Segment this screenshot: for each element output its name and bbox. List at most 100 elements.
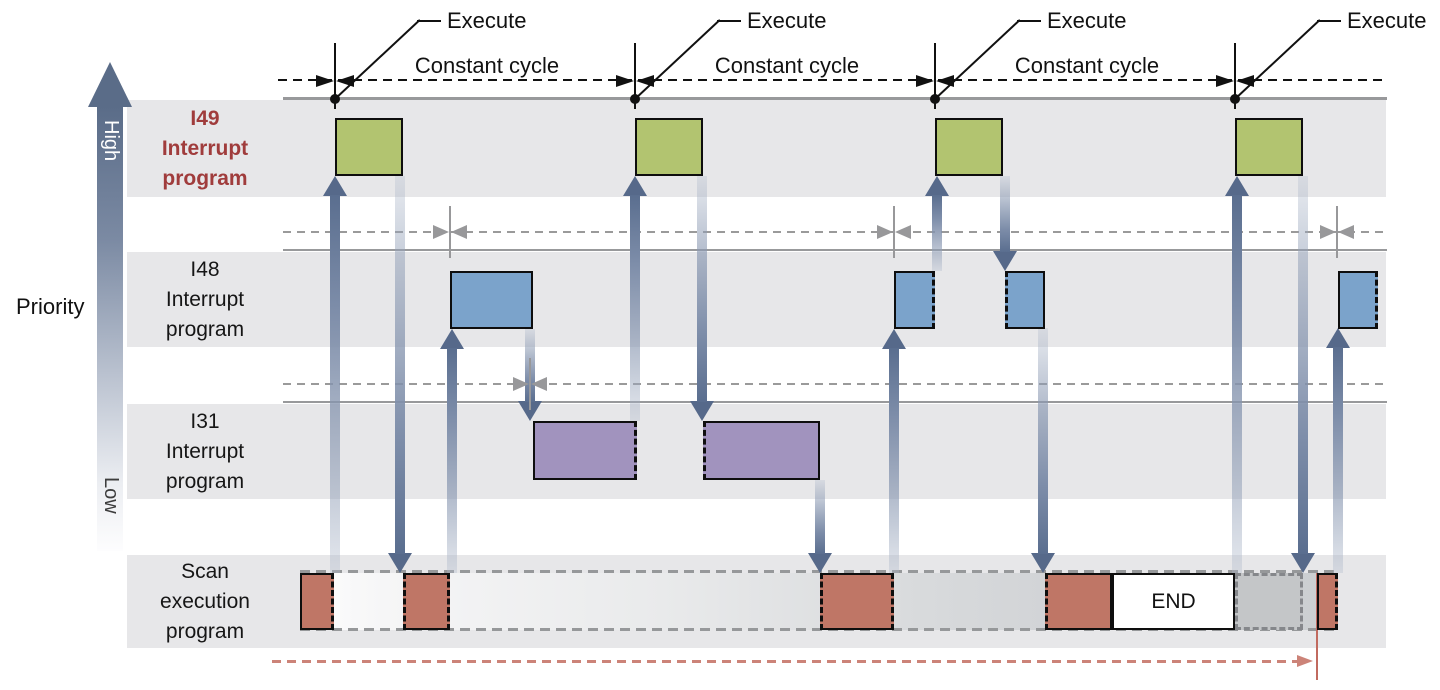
priority-arrow-shaft [97,106,123,551]
cycle-tick [334,43,336,109]
request-mark-arrow-left-icon [531,377,547,391]
execute-callout-line [934,19,1021,100]
request-mark-line [1336,206,1338,258]
lane-label-line: program [165,469,245,493]
lane-label-scan: Scan execution program [127,555,283,648]
arrow-i31-to-scan-2 [815,480,825,554]
arrow-scan-to-i49-4 [1232,195,1242,573]
arrow-scan-to-i48-2 [889,348,899,573]
cycle-dim-arrow-right-icon [616,75,634,87]
execute-callout-line [1234,19,1321,100]
scan-cycle-dashed-arrow [272,660,1298,663]
execute-callout-line [717,20,741,22]
lane-label-line: Interrupt [165,439,245,463]
cycle-tick [634,43,636,109]
lane-label-line: execution [160,589,250,613]
scan-exec-5 [1317,573,1338,630]
constant-cycle-label: Constant cycle [1014,53,1160,78]
execute-label: Execute [747,8,827,33]
arrow-i31-to-i49-2 [630,195,640,421]
execute-callout-line [1017,20,1041,22]
scan-track-bottom-dash [300,628,1338,631]
execute-label: Execute [1047,8,1127,33]
i31-lane-top-rule [283,401,1387,403]
execute-callout-line [417,20,441,22]
arrow-i48-to-i31-1-head-icon [518,401,542,421]
timeline-top-rule [283,97,1387,100]
arrow-scan-to-i48-4-head-icon [1326,328,1350,348]
arrow-i31-to-i49-2-head-icon [623,176,647,196]
priority-axis-label: Priority [16,294,85,319]
arrow-i48-to-scan-3-head-icon [1031,553,1055,573]
lane-label-line: program [165,317,245,341]
request-mark-arrow-right-icon [877,225,893,239]
arrow-i49-to-i31-2-head-icon [690,401,714,421]
lane-label-line: I49 [190,106,220,130]
arrow-scan-to-i48-1 [447,348,457,573]
execute-label: Execute [1347,8,1427,33]
scan-exec-2 [403,573,450,630]
priority-low-label: Low [100,477,122,514]
lane-label-i48: I48 Interrupt program [127,252,283,347]
lane-label-line: Scan [181,559,229,583]
i48-exec-1 [450,271,533,329]
arrow-scan-to-i49-4-head-icon [1225,176,1249,196]
execute-callout-line [634,19,721,100]
execute-label: Execute [447,8,527,33]
priority-high-label: High [100,120,122,162]
i49-exec-4 [1235,118,1303,176]
i48-exec-2 [894,271,935,329]
scan-exec-4 [1045,573,1112,630]
request-mark-line [449,206,451,258]
i49-exec-1 [335,118,403,176]
arrow-i49-to-i48-3 [1000,176,1010,252]
i31-exec-1 [533,421,637,480]
arrow-scan-to-i49-1 [330,195,340,573]
scan-exec-3 [820,573,894,630]
constant-cycle-dashed-line [278,79,1387,81]
arrow-scan-to-i48-2-head-icon [882,329,906,349]
constant-cycle-label: Constant cycle [714,53,860,78]
request-mark-arrow-left-icon [895,225,911,239]
i48-request-level-dashed-line [283,231,1387,233]
scan-suspended-box [1235,573,1303,630]
cycle-tick [934,43,936,109]
lane-label-line: I48 [190,257,220,281]
constant-cycle-label: Constant cycle [414,53,560,78]
arrow-scan-to-i49-1-head-icon [323,176,347,196]
cycle-dim-arrow-right-icon [916,75,934,87]
execute-callout-line [1317,20,1341,22]
arrow-i49-to-i48-3-head-icon [993,251,1017,271]
lane-label-line: program [162,166,248,190]
arrow-i31-to-scan-2-head-icon [808,553,832,573]
lane-band-i49: I49 Interrupt program [127,100,1386,197]
lane-label-i49: I49 Interrupt program [127,100,283,197]
arrow-i49-to-scan-4-head-icon [1291,553,1315,573]
lane-label-i31: I31 Interrupt program [127,404,283,499]
arrow-i49-to-scan-4 [1298,176,1308,554]
arrow-i48-to-i49-3 [932,195,942,271]
i49-exec-3 [935,118,1003,176]
request-mark-arrow-right-icon [1320,225,1336,239]
i49-exec-2 [635,118,703,176]
scan-cycle-arrowhead-icon [1297,655,1313,667]
lane-label-line: I31 [190,409,220,433]
arrow-i49-to-scan-1-head-icon [388,553,412,573]
i48-exec-3 [1005,271,1045,329]
request-mark-arrow-left-icon [1338,225,1354,239]
lane-band-i48: I48 Interrupt program [127,252,1386,347]
request-mark-arrow-right-icon [433,225,449,239]
lane-label-line: Interrupt [161,136,249,160]
arrow-i48-to-i49-3-head-icon [925,176,949,196]
request-mark-arrow-right-icon [513,377,529,391]
i48-lane-top-rule [283,249,1387,251]
lane-label-line: Interrupt [165,287,245,311]
arrow-i48-to-scan-3 [1038,328,1048,554]
arrow-scan-to-i48-1-head-icon [440,329,464,349]
arrow-scan-to-i48-4 [1333,347,1343,573]
priority-arrow-head-icon [88,62,132,107]
cycle-dim-arrow-right-icon [1216,75,1234,87]
scan-end-box: END [1112,573,1235,630]
execute-callout-line [334,19,421,100]
